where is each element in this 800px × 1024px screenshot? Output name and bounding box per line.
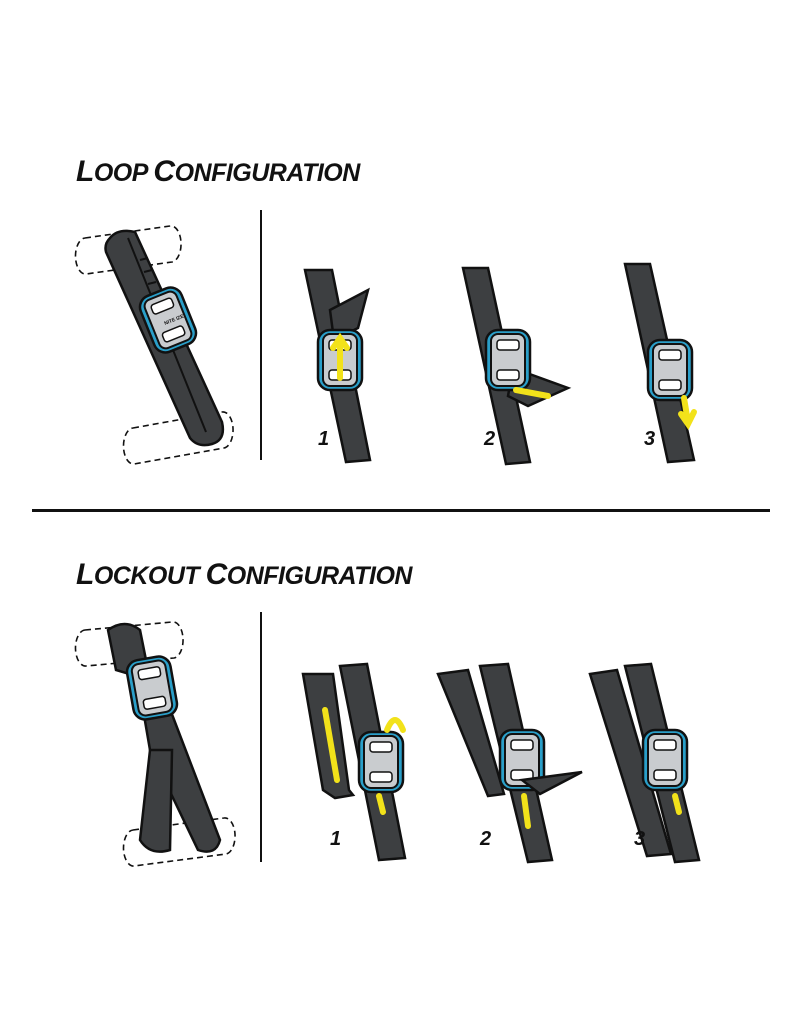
loop-configuration-panel: NITE IZE 1 2 3 [0,200,800,480]
lockout-divider [260,612,262,862]
lockout-step-3-number: 3 [634,828,646,850]
loop-configuration-title: LOOP CONFIGURATION [76,155,360,188]
loop-step-1-illustration [303,268,372,464]
lockout-configuration-title: LOCKOUT CONFIGURATION [76,558,412,591]
lockout-configuration-panel: 1 2 3 [0,600,800,880]
lockout-step-2-number: 2 [480,828,492,850]
lockout-step-1-illustration [301,662,407,862]
loop-step-3-illustration [623,262,697,464]
lockout-step-1-number: 1 [330,828,342,850]
loop-step-2-illustration [461,266,572,466]
lockout-overview [74,621,236,867]
lockout-step-2-illustration [436,662,583,864]
loop-illustrations: NITE IZE [74,225,697,466]
section-divider [32,509,770,512]
loop-step-1-number: 1 [318,428,330,450]
loop-divider [260,210,262,460]
loop-step-3-number: 3 [644,428,656,450]
loop-overview: NITE IZE [74,225,234,465]
loop-step-2-number: 2 [484,428,496,450]
lockout-illustrations [74,621,701,867]
lockout-step-3-illustration [588,662,701,864]
